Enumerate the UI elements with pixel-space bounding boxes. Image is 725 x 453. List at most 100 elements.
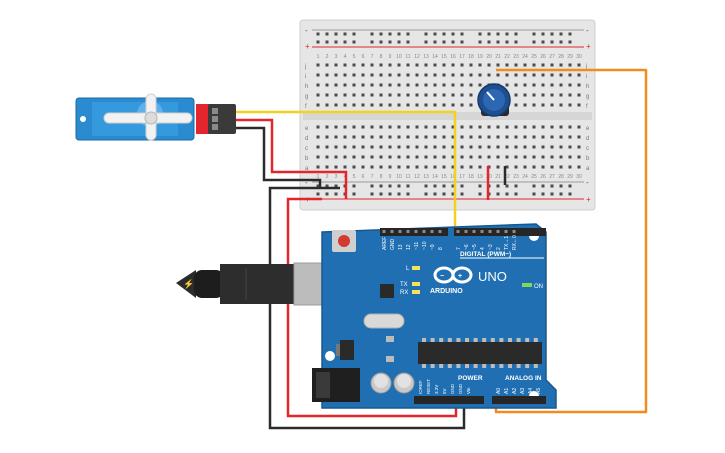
rail-hole[interactable]	[514, 40, 518, 44]
header-pin[interactable]	[480, 230, 484, 233]
breadboard-hole[interactable]	[496, 135, 500, 139]
breadboard-hole[interactable]	[370, 83, 374, 87]
rail-hole[interactable]	[316, 32, 320, 36]
breadboard-hole[interactable]	[352, 83, 356, 87]
breadboard-hole[interactable]	[514, 63, 518, 67]
breadboard-hole[interactable]	[334, 145, 338, 149]
breadboard-hole[interactable]	[523, 93, 527, 97]
breadboard-hole[interactable]	[334, 73, 338, 77]
breadboard-hole[interactable]	[334, 125, 338, 129]
breadboard-hole[interactable]	[325, 103, 329, 107]
breadboard-hole[interactable]	[361, 135, 365, 139]
breadboard-hole[interactable]	[424, 103, 428, 107]
breadboard-hole[interactable]	[361, 165, 365, 169]
rail-hole[interactable]	[568, 40, 572, 44]
breadboard-hole[interactable]	[478, 155, 482, 159]
rail-hole[interactable]	[325, 40, 329, 44]
rail-hole[interactable]	[568, 192, 572, 196]
breadboard-hole[interactable]	[370, 135, 374, 139]
breadboard-hole[interactable]	[505, 135, 509, 139]
breadboard-hole[interactable]	[316, 63, 320, 67]
breadboard-hole[interactable]	[406, 135, 410, 139]
rail-hole[interactable]	[442, 192, 446, 196]
breadboard-hole[interactable]	[352, 165, 356, 169]
breadboard-hole[interactable]	[316, 83, 320, 87]
breadboard-hole[interactable]	[379, 73, 383, 77]
header-pin[interactable]	[398, 230, 402, 233]
rail-hole[interactable]	[433, 40, 437, 44]
breadboard-hole[interactable]	[370, 63, 374, 67]
breadboard-hole[interactable]	[532, 83, 536, 87]
rail-hole[interactable]	[343, 32, 347, 36]
header-pin[interactable]	[422, 230, 426, 233]
rail-hole[interactable]	[559, 40, 563, 44]
breadboard-hole[interactable]	[361, 93, 365, 97]
breadboard-hole[interactable]	[424, 73, 428, 77]
breadboard-hole[interactable]	[460, 145, 464, 149]
breadboard-hole[interactable]	[514, 165, 518, 169]
breadboard-hole[interactable]	[523, 83, 527, 87]
breadboard-hole[interactable]	[523, 165, 527, 169]
breadboard-hole[interactable]	[577, 63, 581, 67]
breadboard-hole[interactable]	[316, 155, 320, 159]
breadboard-hole[interactable]	[424, 93, 428, 97]
breadboard-hole[interactable]	[352, 145, 356, 149]
breadboard-hole[interactable]	[316, 73, 320, 77]
header-pin[interactable]	[472, 230, 476, 233]
rail-hole[interactable]	[406, 40, 410, 44]
rail-hole[interactable]	[379, 184, 383, 188]
breadboard-hole[interactable]	[523, 125, 527, 129]
rail-hole[interactable]	[424, 40, 428, 44]
breadboard-hole[interactable]	[352, 135, 356, 139]
breadboard-hole[interactable]	[316, 145, 320, 149]
breadboard-hole[interactable]	[424, 63, 428, 67]
breadboard-hole[interactable]	[478, 135, 482, 139]
breadboard-hole[interactable]	[478, 83, 482, 87]
breadboard-hole[interactable]	[397, 145, 401, 149]
breadboard-hole[interactable]	[550, 93, 554, 97]
rail-hole[interactable]	[397, 184, 401, 188]
breadboard-hole[interactable]	[325, 63, 329, 67]
breadboard-hole[interactable]	[406, 73, 410, 77]
rail-hole[interactable]	[451, 40, 455, 44]
breadboard-hole[interactable]	[577, 135, 581, 139]
rail-hole[interactable]	[460, 32, 464, 36]
breadboard-hole[interactable]	[478, 125, 482, 129]
breadboard-hole[interactable]	[397, 73, 401, 77]
reset-button-icon[interactable]	[338, 235, 350, 247]
rail-hole[interactable]	[379, 40, 383, 44]
rail-hole[interactable]	[514, 32, 518, 36]
breadboard-hole[interactable]	[370, 73, 374, 77]
breadboard-hole[interactable]	[559, 73, 563, 77]
breadboard-hole[interactable]	[388, 135, 392, 139]
breadboard-hole[interactable]	[577, 125, 581, 129]
breadboard-hole[interactable]	[460, 155, 464, 159]
breadboard-hole[interactable]	[559, 83, 563, 87]
breadboard-hole[interactable]	[460, 73, 464, 77]
breadboard-hole[interactable]	[469, 93, 473, 97]
breadboard-hole[interactable]	[316, 125, 320, 129]
breadboard-hole[interactable]	[442, 103, 446, 107]
breadboard-hole[interactable]	[487, 135, 491, 139]
breadboard-hole[interactable]	[550, 155, 554, 159]
breadboard-hole[interactable]	[442, 165, 446, 169]
rail-hole[interactable]	[442, 32, 446, 36]
header-pin[interactable]	[438, 230, 442, 233]
breadboard-hole[interactable]	[568, 155, 572, 159]
rail-hole[interactable]	[478, 40, 482, 44]
rail-hole[interactable]	[352, 40, 356, 44]
rail-hole[interactable]	[550, 40, 554, 44]
breadboard-hole[interactable]	[514, 93, 518, 97]
breadboard-hole[interactable]	[505, 155, 509, 159]
breadboard-hole[interactable]	[568, 165, 572, 169]
breadboard-hole[interactable]	[325, 135, 329, 139]
header-pin[interactable]	[456, 230, 460, 233]
rail-hole[interactable]	[451, 184, 455, 188]
rail-hole[interactable]	[442, 184, 446, 188]
rail-hole[interactable]	[550, 32, 554, 36]
breadboard-hole[interactable]	[442, 63, 446, 67]
breadboard-hole[interactable]	[442, 155, 446, 159]
breadboard-hole[interactable]	[550, 135, 554, 139]
breadboard-hole[interactable]	[352, 93, 356, 97]
breadboard-hole[interactable]	[478, 63, 482, 67]
